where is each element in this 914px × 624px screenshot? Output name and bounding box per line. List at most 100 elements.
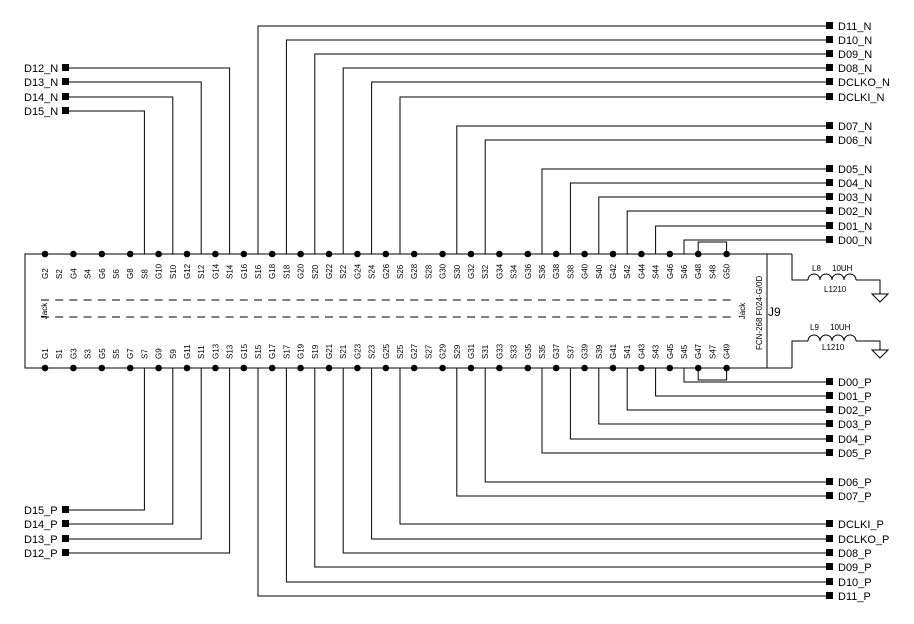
- wires: [66, 25, 828, 597]
- port-marker: [62, 93, 69, 100]
- net-label: D08_P: [838, 548, 872, 560]
- wire: [66, 368, 145, 511]
- net-label: D14_N: [24, 92, 58, 104]
- pin-label: G17: [268, 343, 277, 359]
- pin-label: S3: [84, 349, 93, 359]
- wire: [456, 368, 828, 497]
- net-label: D01_P: [838, 391, 872, 403]
- wire: [342, 368, 828, 554]
- pin-label: S48: [708, 264, 717, 279]
- junction-dot: [297, 250, 304, 258]
- port-marker: [826, 449, 833, 456]
- pin-label: G41: [609, 343, 618, 359]
- port-marker: [826, 193, 833, 200]
- pin-label: G1: [41, 348, 50, 359]
- pin-label: G7: [126, 348, 135, 359]
- pin-label: G43: [637, 343, 646, 359]
- junction-dot: [382, 364, 390, 372]
- pin-label: S30: [453, 264, 462, 279]
- wire: [456, 125, 828, 254]
- net-label: D03_N: [838, 192, 872, 204]
- net-label: D15_N: [24, 106, 58, 118]
- net-label: D04_N: [838, 178, 872, 190]
- wire: [569, 368, 828, 440]
- net-label: DCLKO_P: [838, 534, 889, 546]
- port-marker: [826, 392, 833, 399]
- pin-label: G13: [211, 343, 220, 359]
- pin-label: G35: [524, 343, 533, 359]
- pin-label: S28: [424, 264, 433, 279]
- pin-label: G30: [439, 263, 448, 279]
- junction-dot: [70, 250, 77, 258]
- pin-label: S6: [112, 269, 121, 279]
- pin-label: S31: [481, 344, 490, 359]
- net-label: D07_P: [838, 491, 872, 503]
- jack-right-label: Jack: [738, 302, 747, 319]
- wire: [697, 368, 728, 381]
- wire: [569, 182, 828, 254]
- junction-dot: [70, 364, 77, 372]
- net-label: D02_N: [838, 206, 872, 218]
- port-marker: [826, 378, 833, 385]
- pin-label: G31: [467, 343, 476, 359]
- junction-dot: [212, 250, 219, 258]
- junction-dot: [354, 250, 361, 258]
- pin-label: G36: [524, 263, 533, 279]
- junction-dot: [98, 364, 106, 372]
- wire: [66, 81, 202, 254]
- pin-label: S4: [84, 269, 93, 279]
- junction-dot: [638, 364, 645, 372]
- pin-label: S7: [140, 349, 149, 359]
- pin-label: S16: [254, 264, 263, 279]
- pin-label: G47: [694, 343, 703, 359]
- pin-label: S14: [226, 264, 235, 279]
- pin-label: S5: [112, 349, 121, 359]
- svg-text:L1210: L1210: [822, 343, 845, 352]
- pin-label: G29: [439, 343, 448, 359]
- net-label: D00_N: [838, 235, 872, 247]
- port-marker: [826, 492, 833, 499]
- port-marker: [826, 22, 833, 29]
- junction-dot: [609, 250, 617, 258]
- port-marker: [826, 78, 833, 85]
- pin-label: G50: [723, 263, 732, 279]
- junction-dot: [183, 364, 191, 372]
- wire: [371, 368, 828, 540]
- pin-label: G16: [240, 263, 249, 279]
- wire: [314, 53, 828, 254]
- pin-label: G25: [382, 343, 391, 359]
- net-label: D04_P: [838, 434, 872, 446]
- pin-label: G45: [666, 343, 675, 359]
- pin-label: S36: [538, 264, 547, 279]
- net-label: DCLKO_N: [838, 77, 890, 89]
- junction-dot: [467, 250, 475, 258]
- wire: [66, 368, 202, 540]
- wire: [697, 241, 728, 254]
- junction-dot: [410, 250, 418, 258]
- pin-label: G39: [581, 343, 590, 359]
- pin-label: S19: [311, 344, 320, 359]
- connector-body: [24, 253, 768, 369]
- pin-label: S13: [226, 344, 235, 359]
- inductor-l9: L9 10UH L1210: [791, 323, 881, 368]
- pin-label: S38: [566, 264, 575, 279]
- pin-label: S37: [566, 344, 575, 359]
- wire: [66, 96, 174, 254]
- port-marker: [826, 420, 833, 427]
- pin-label: S45: [680, 344, 689, 359]
- junction-dot: [382, 250, 390, 258]
- port-marker: [826, 222, 833, 229]
- port-marker: [62, 535, 69, 542]
- port-marker: [826, 36, 833, 43]
- junction-dot: [496, 364, 503, 372]
- pin-label: S43: [652, 344, 661, 359]
- junction-dot: [240, 364, 248, 372]
- wire: [626, 368, 828, 411]
- pin-label: G48: [694, 263, 703, 279]
- pin-label: S10: [169, 264, 178, 279]
- net-label: D08_N: [838, 63, 872, 75]
- pin-label: G42: [609, 263, 618, 279]
- junction-dot: [41, 364, 49, 372]
- connector-reference: J9: [768, 305, 781, 319]
